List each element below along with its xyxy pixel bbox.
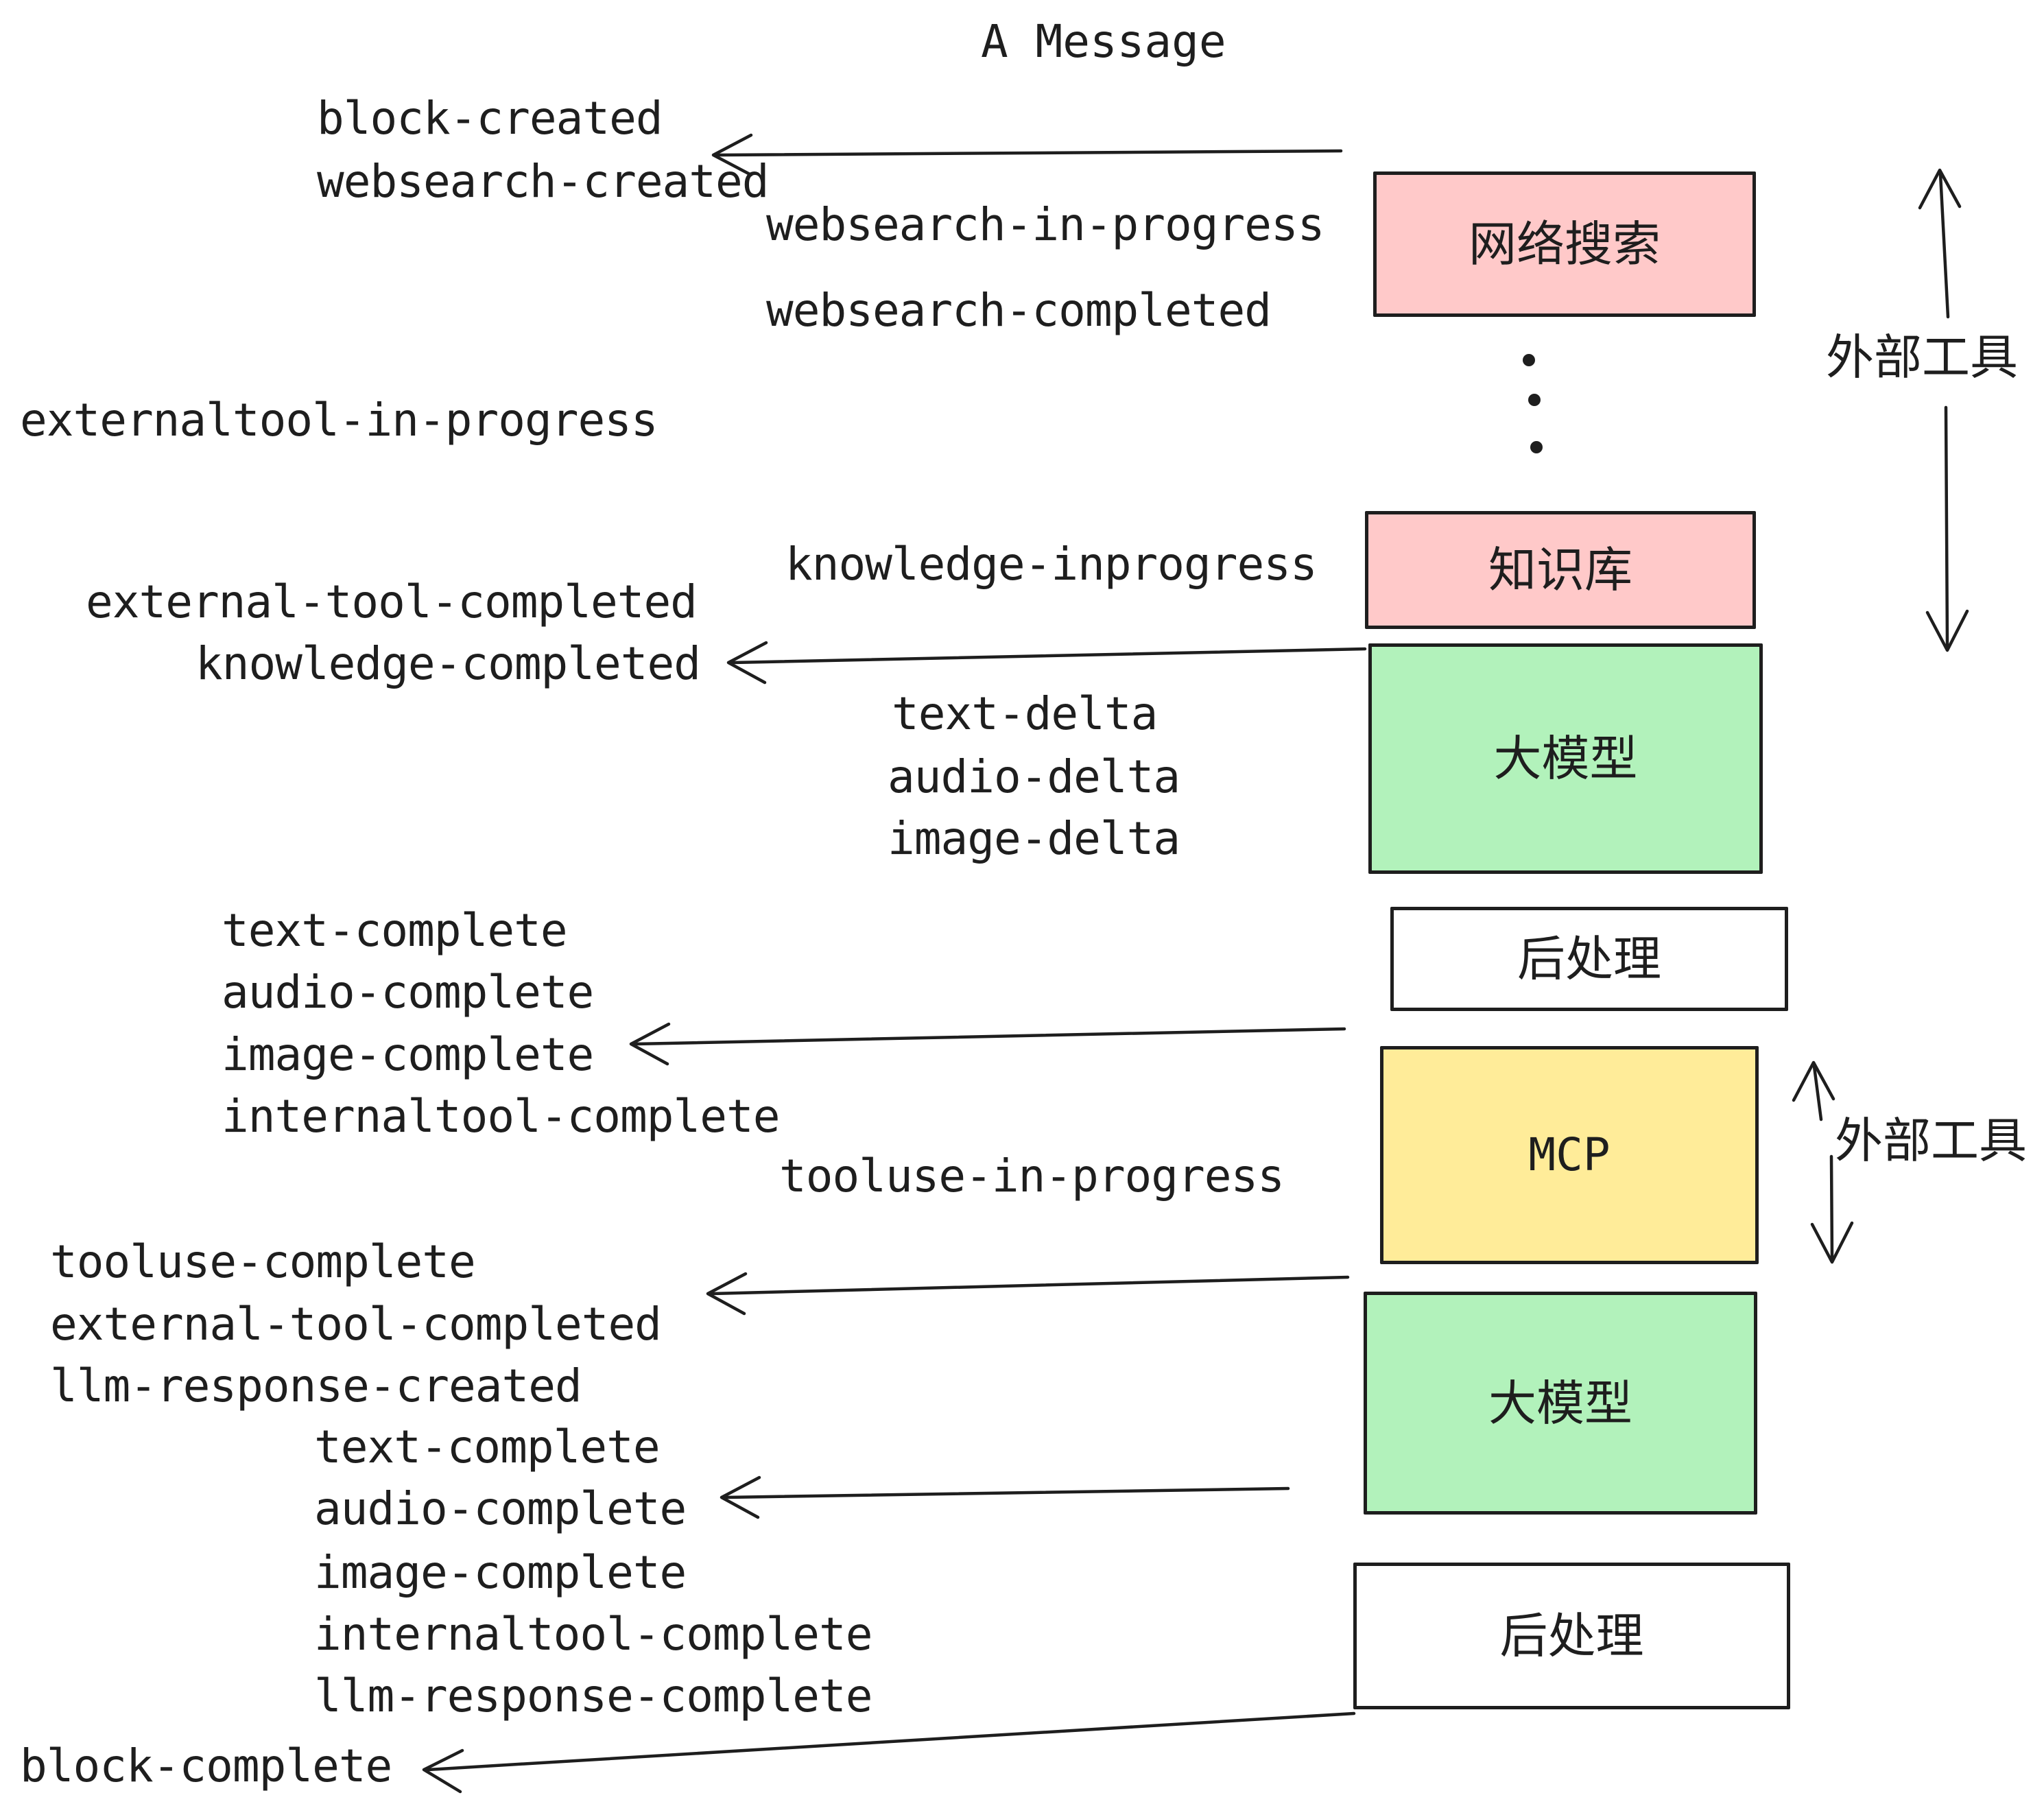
- node-postprocess-bottom: 后处理: [1353, 1563, 1790, 1709]
- node-mcp-label: MCP: [1528, 1128, 1611, 1181]
- event-label-text-delta: text-delta: [892, 687, 1158, 740]
- node-knowledge-label: 知识库: [1488, 543, 1632, 597]
- event-label-block-created: block-created: [317, 92, 663, 145]
- event-label-tooluse-complete: tooluse-complete: [50, 1235, 476, 1288]
- event-label-knowledge-inprogress: knowledge-inprogress: [785, 538, 1318, 591]
- arrow-to-image-complete-icon: [629, 1022, 1346, 1066]
- event-label-internaltool-complete: internaltool-complete: [222, 1090, 780, 1143]
- event-label-llm-response-complete: llm-response-complete: [314, 1670, 872, 1722]
- arrow-to-block-complete-icon: [422, 1711, 1356, 1794]
- event-label-image-delta: image-delta: [888, 812, 1180, 865]
- event-label-external-tool-completed: external-tool-completed: [86, 575, 698, 628]
- node-llm-bottom: 大模型: [1364, 1292, 1757, 1515]
- event-label-externaltool-in-progress: externaltool-in-progress: [20, 394, 658, 447]
- event-label-audio-complete: audio-complete: [222, 966, 594, 1019]
- event-label-internaltool-complete-2: internaltool-complete: [314, 1608, 872, 1661]
- event-label-audio-delta: audio-delta: [888, 750, 1180, 803]
- node-llm-bottom-label: 大模型: [1488, 1376, 1632, 1430]
- external-tools-down-arrow-2-icon: [1810, 1154, 1854, 1264]
- event-label-llm-response-created: llm-response-created: [50, 1360, 582, 1412]
- arrow-to-websearch-created-icon: [711, 133, 1343, 177]
- external-tools-up-arrow-2-icon: [1792, 1060, 1835, 1121]
- event-label-external-tool-completed-2: external-tool-completed: [50, 1298, 662, 1351]
- node-websearch: 网络搜索: [1373, 171, 1756, 317]
- external-tools-down-arrow-icon: [1925, 405, 1969, 652]
- arrow-to-knowledge-completed-icon: [726, 641, 1367, 685]
- arrow-to-audio-complete-icon: [720, 1475, 1290, 1519]
- external-tools-label-top: 外部工具: [1826, 331, 2018, 384]
- event-label-block-complete: block-complete: [20, 1740, 392, 1792]
- node-postprocess-bottom-label: 后处理: [1499, 1609, 1644, 1663]
- external-tools-up-arrow-icon: [1918, 168, 1962, 319]
- external-tools-label-bottom: 外部工具: [1835, 1114, 2027, 1167]
- node-llm-top: 大模型: [1368, 643, 1763, 874]
- event-label-websearch-in-progress: websearch-in-progress: [766, 198, 1324, 251]
- event-label-text-complete-2: text-complete: [314, 1421, 661, 1473]
- event-label-image-complete-2: image-complete: [314, 1546, 687, 1599]
- node-knowledge: 知识库: [1365, 511, 1756, 629]
- event-label-websearch-created: websearch-created: [317, 155, 770, 208]
- event-label-audio-complete-2: audio-complete: [314, 1482, 687, 1535]
- event-label-websearch-completed: websearch-completed: [766, 284, 1272, 337]
- ellipsis-dots-icon: [1523, 354, 1543, 453]
- node-postprocess-top: 后处理: [1390, 907, 1788, 1011]
- event-label-knowledge-completed: knowledge-completed: [195, 637, 701, 690]
- event-label-image-complete: image-complete: [222, 1028, 594, 1081]
- event-label-text-complete: text-complete: [222, 904, 568, 957]
- node-llm-top-label: 大模型: [1493, 732, 1638, 785]
- node-mcp: MCP: [1380, 1046, 1759, 1264]
- arrow-to-external-tool-completed-icon: [706, 1272, 1350, 1316]
- diagram-title: A Message: [981, 15, 1226, 68]
- node-postprocess-top-label: 后处理: [1517, 932, 1661, 986]
- event-label-tooluse-in-progress: tooluse-in-progress: [779, 1150, 1285, 1202]
- node-websearch-label: 网络搜索: [1469, 217, 1661, 271]
